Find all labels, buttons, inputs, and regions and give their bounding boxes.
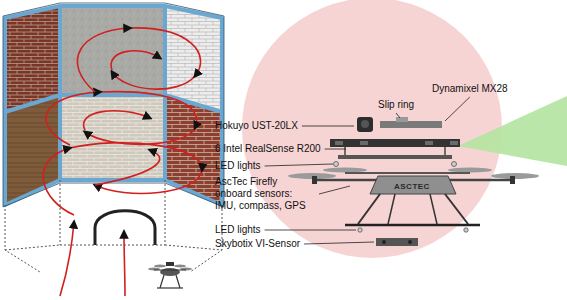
leader-line (304, 242, 374, 244)
room-frame-edge (3, 3, 224, 207)
room-walls-part (60, 6, 165, 95)
drone-part (452, 162, 457, 167)
drone-part (425, 141, 433, 145)
drone-part (448, 168, 492, 173)
flight-trajectory-part (46, 92, 197, 145)
drone-part (323, 168, 367, 173)
leader-line (265, 164, 333, 166)
drone-part (382, 240, 386, 244)
drone-part (360, 141, 368, 145)
room-floor-part (165, 180, 166, 245)
drone-part (345, 224, 480, 227)
leader-line (396, 113, 400, 118)
room-floor-part (5, 245, 60, 250)
small-drone-icon-part (154, 270, 186, 271)
flight-trajectory-part (60, 222, 74, 296)
room-walls (5, 6, 222, 205)
drone-part (510, 176, 515, 184)
part-label: AscTec Firefly onboard sensors: IMU, com… (215, 176, 315, 212)
small-drone-icon-part (176, 275, 180, 288)
small-drone-icon-part (160, 275, 164, 288)
leader-line (445, 97, 470, 121)
drone-part (450, 141, 458, 145)
part-label: Slip ring (378, 99, 414, 111)
brand-text: ASCTEC (394, 181, 430, 193)
small-drone-icon-part (157, 287, 183, 288)
drone-part (408, 240, 412, 244)
drone-part (464, 228, 468, 232)
part-label: Skybotix VI-Sensor (215, 238, 300, 250)
flight-trajectory-part (124, 232, 125, 296)
leader-line (265, 230, 356, 231)
drone-part (444, 147, 446, 156)
drone-part (338, 155, 452, 159)
room-frame (5, 6, 222, 205)
room-floor-part (5, 205, 40, 272)
small-drone-icon-part (154, 265, 166, 268)
drone-part (344, 147, 346, 156)
room-frame-part (5, 6, 222, 205)
small-drone-icon-part (166, 262, 174, 266)
camera-field (458, 96, 567, 166)
leader-line (302, 126, 354, 127)
room-frame-edge-part (3, 3, 224, 207)
drone-part (345, 172, 470, 174)
small-drone-icon-part (160, 268, 180, 276)
small-drone-icon-part (174, 265, 186, 268)
drone-part (334, 162, 339, 167)
drone-part (396, 117, 408, 122)
drone-part (430, 194, 437, 224)
room-floor-part (60, 180, 61, 245)
flight-trajectory-part (77, 28, 200, 92)
room-floor-part (165, 245, 222, 250)
drone-part (358, 194, 380, 224)
drone-part (330, 139, 460, 147)
part-label: 6 Intel RealSense R200 (215, 143, 321, 155)
part-label: Hokuyo UST-20LX (215, 120, 298, 132)
drone-part (335, 141, 343, 145)
flight-trajectory-part (84, 111, 150, 130)
room-floor-part (60, 245, 165, 246)
flight-trajectory-part (43, 143, 202, 215)
drone-part (370, 176, 456, 194)
part-label: Dynamixel MX28 (432, 83, 508, 95)
drone-part (380, 121, 442, 128)
drone-part (361, 120, 369, 128)
tunnel-arch (95, 211, 155, 245)
drone (288, 117, 539, 246)
leader-line (325, 149, 346, 150)
flight-trajectory-part (111, 51, 160, 70)
drone-part (312, 176, 317, 184)
drone-part (445, 194, 468, 224)
small-drone-icon (148, 262, 192, 288)
room-floor (5, 180, 222, 272)
part-label: LED lights (215, 160, 261, 172)
room-frame-part (5, 95, 222, 112)
room-walls-part (60, 95, 165, 180)
drone-part (357, 117, 373, 132)
drone-part (358, 228, 362, 232)
flight-trajectory (43, 28, 202, 296)
drone-part (388, 194, 395, 224)
part-label: LED lights (215, 224, 261, 236)
flight-trajectory-part (95, 150, 160, 185)
drone-part (376, 238, 418, 246)
leader-line (319, 186, 350, 194)
